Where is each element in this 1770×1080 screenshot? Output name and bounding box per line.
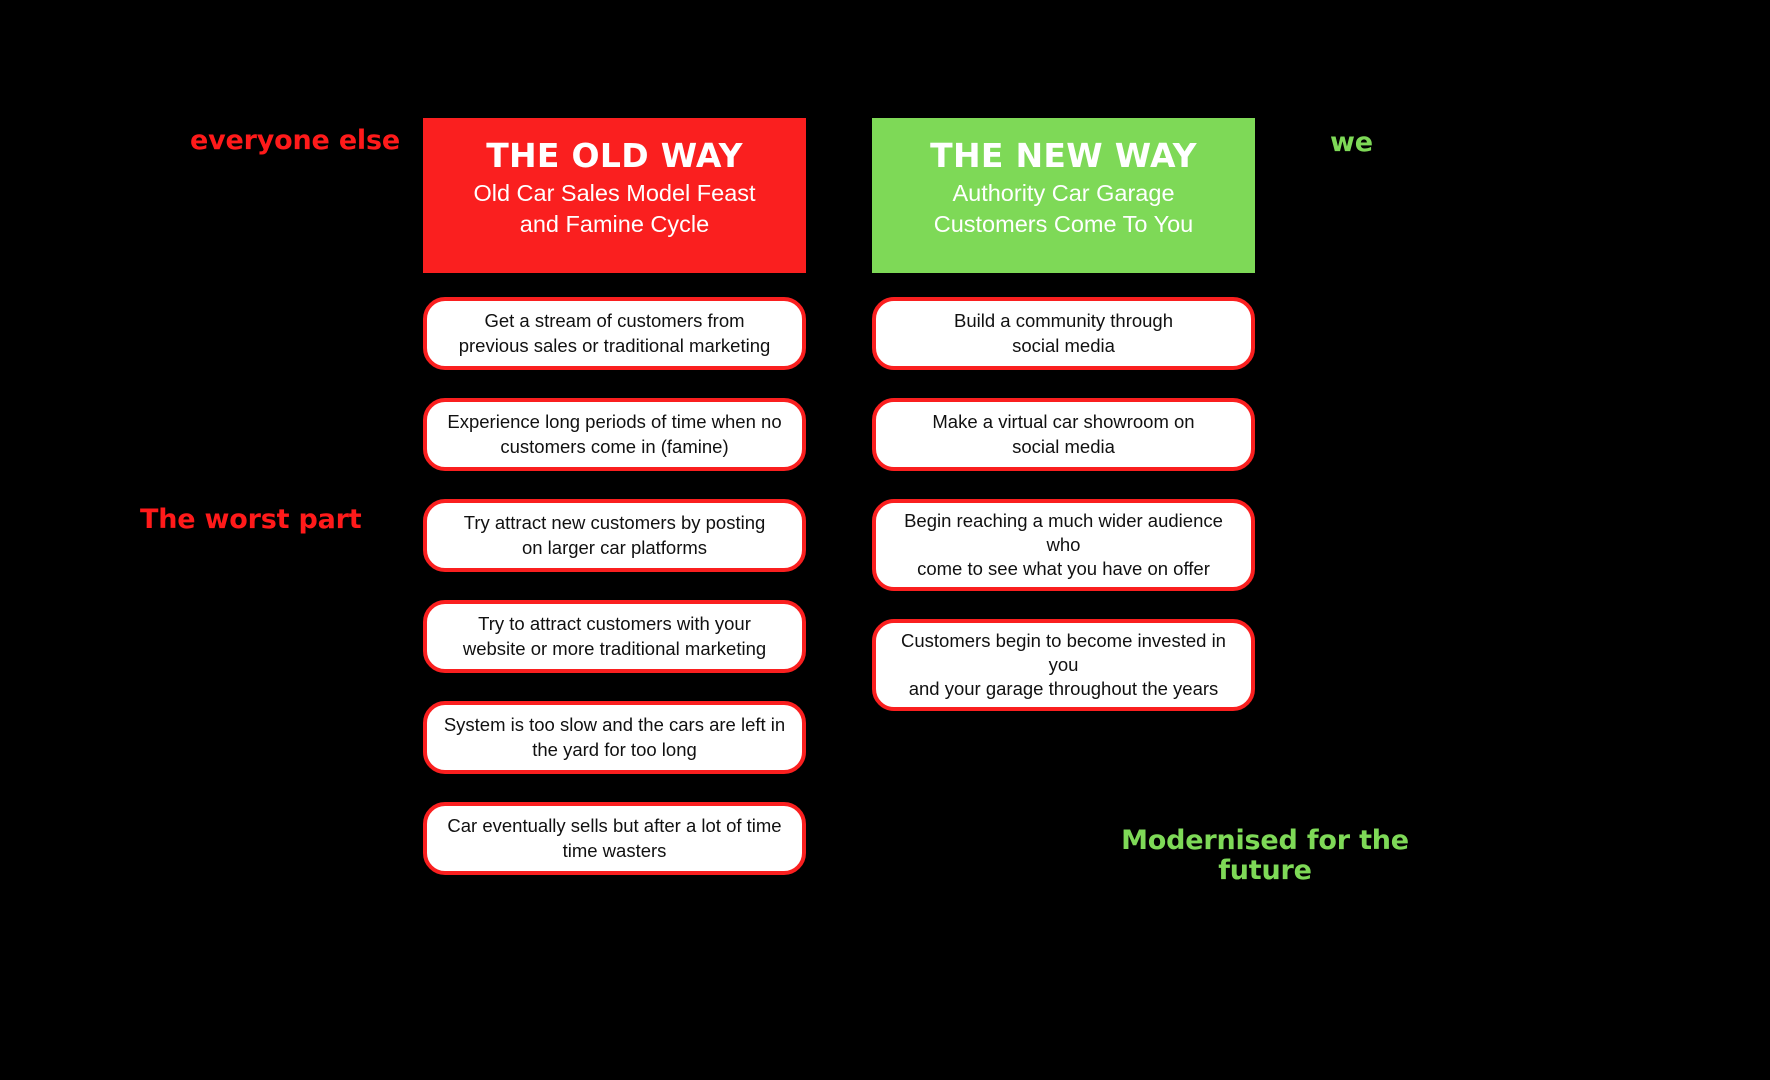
new-way-subtitle: Authority Car Garage Customers Come To Y… bbox=[933, 180, 1194, 238]
annotation-everyone-else: everyone else bbox=[190, 125, 400, 156]
list-item[interactable]: Begin reaching a much wider audience who… bbox=[872, 499, 1255, 592]
list-item[interactable]: Experience long periods of time when no … bbox=[423, 398, 806, 471]
new-way-banner: THE NEW WAY Authority Car Garage Custome… bbox=[872, 118, 1255, 273]
new-way-item-list: Build a community through social media M… bbox=[872, 297, 1255, 712]
list-item[interactable]: Try attract new customers by posting on … bbox=[423, 499, 806, 572]
old-way-item-list: Get a stream of customers from previous … bbox=[423, 297, 806, 875]
list-item[interactable]: Car eventually sells but after a lot of … bbox=[423, 802, 806, 875]
list-item[interactable]: Try to attract customers with your websi… bbox=[423, 600, 806, 673]
new-way-title: THE NEW WAY bbox=[930, 136, 1197, 175]
new-way-column: THE NEW WAY Authority Car Garage Custome… bbox=[872, 118, 1255, 712]
list-item[interactable]: Build a community through social media bbox=[872, 297, 1255, 370]
old-way-subtitle: Old Car Sales Model Feast and Famine Cyc… bbox=[473, 180, 756, 238]
old-way-banner: THE OLD WAY Old Car Sales Model Feast an… bbox=[423, 118, 806, 273]
list-item[interactable]: Customers begin to become invested in yo… bbox=[872, 619, 1255, 712]
annotation-the-worst-part: The worst part bbox=[140, 504, 362, 535]
list-item[interactable]: System is too slow and the cars are left… bbox=[423, 701, 806, 774]
old-way-column: THE OLD WAY Old Car Sales Model Feast an… bbox=[423, 118, 806, 875]
list-item[interactable]: Get a stream of customers from previous … bbox=[423, 297, 806, 370]
old-way-title: THE OLD WAY bbox=[486, 136, 743, 175]
annotation-modernised-for-the-future: Modernised for the future bbox=[1121, 825, 1409, 887]
annotation-we: we bbox=[1330, 127, 1373, 158]
list-item[interactable]: Make a virtual car showroom on social me… bbox=[872, 398, 1255, 471]
